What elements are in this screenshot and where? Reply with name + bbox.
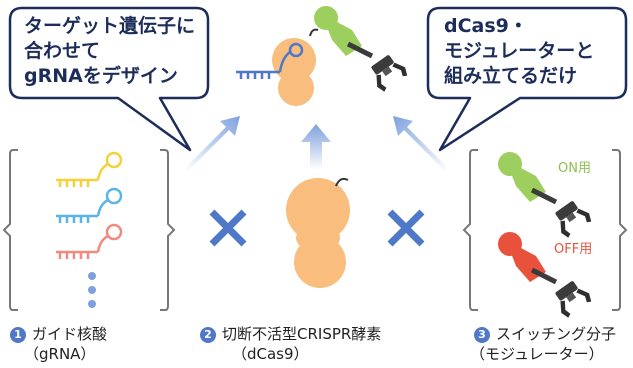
assembled-linker [309, 28, 319, 37]
left-bubble-line-1: ターゲット遺伝子に [24, 15, 196, 37]
assembled-grna [236, 42, 304, 79]
right-bubble-line-3: 組み立てるだけ [444, 65, 578, 87]
arrow-from-dcas9 [301, 124, 331, 170]
right-bubble-line-2: モジュレーターと [444, 40, 595, 62]
left-bubble-line-3: gRNAをデザイン [24, 65, 178, 87]
on-tag: ON用 [558, 161, 591, 176]
modulator-bracket [462, 149, 628, 311]
cross-right [387, 209, 425, 247]
off-modulator [498, 232, 594, 320]
component-3-name: スイッチング分子 [496, 325, 617, 343]
grna-bracket [2, 149, 176, 311]
number-badge-3: 3 [474, 327, 490, 343]
component-2-label: 2 切断不活型CRISPR酵素 [200, 324, 381, 344]
number-badge-1: 1 [10, 327, 26, 343]
assembled-modulator [314, 6, 410, 94]
component-3-label: 3 スイッチング分子 [474, 324, 616, 344]
cross-left [209, 209, 247, 247]
component-1-sub: （gRNA） [24, 345, 96, 363]
left-bubble-line-2: 合わせて [24, 40, 101, 62]
grna-red [56, 223, 123, 259]
dcas9-enzyme [286, 177, 350, 288]
left-speech-bubble [8, 6, 210, 152]
more-dots [88, 272, 96, 308]
arrow-from-modulator [393, 116, 448, 171]
number-badge-2: 2 [200, 327, 216, 343]
grna-blue [56, 187, 123, 223]
assembled-complex [236, 6, 410, 106]
arrow-from-grna [185, 116, 240, 171]
assembled-dcas9 [272, 38, 316, 106]
component-1-label: 1 ガイド核酸 [10, 324, 107, 344]
right-speech-bubble [426, 6, 628, 152]
component-2-name: 切断不活型CRISPR酵素 [222, 325, 382, 343]
off-tag: OFF用 [554, 242, 593, 257]
grna-yellow [56, 151, 123, 187]
right-bubble-line-1: dCas9・ [444, 15, 528, 37]
component-1-name: ガイド核酸 [32, 325, 108, 343]
component-2-sub: （dCas9） [232, 345, 309, 363]
component-3-sub: （モジュレーター） [470, 345, 604, 363]
on-modulator [498, 152, 594, 240]
